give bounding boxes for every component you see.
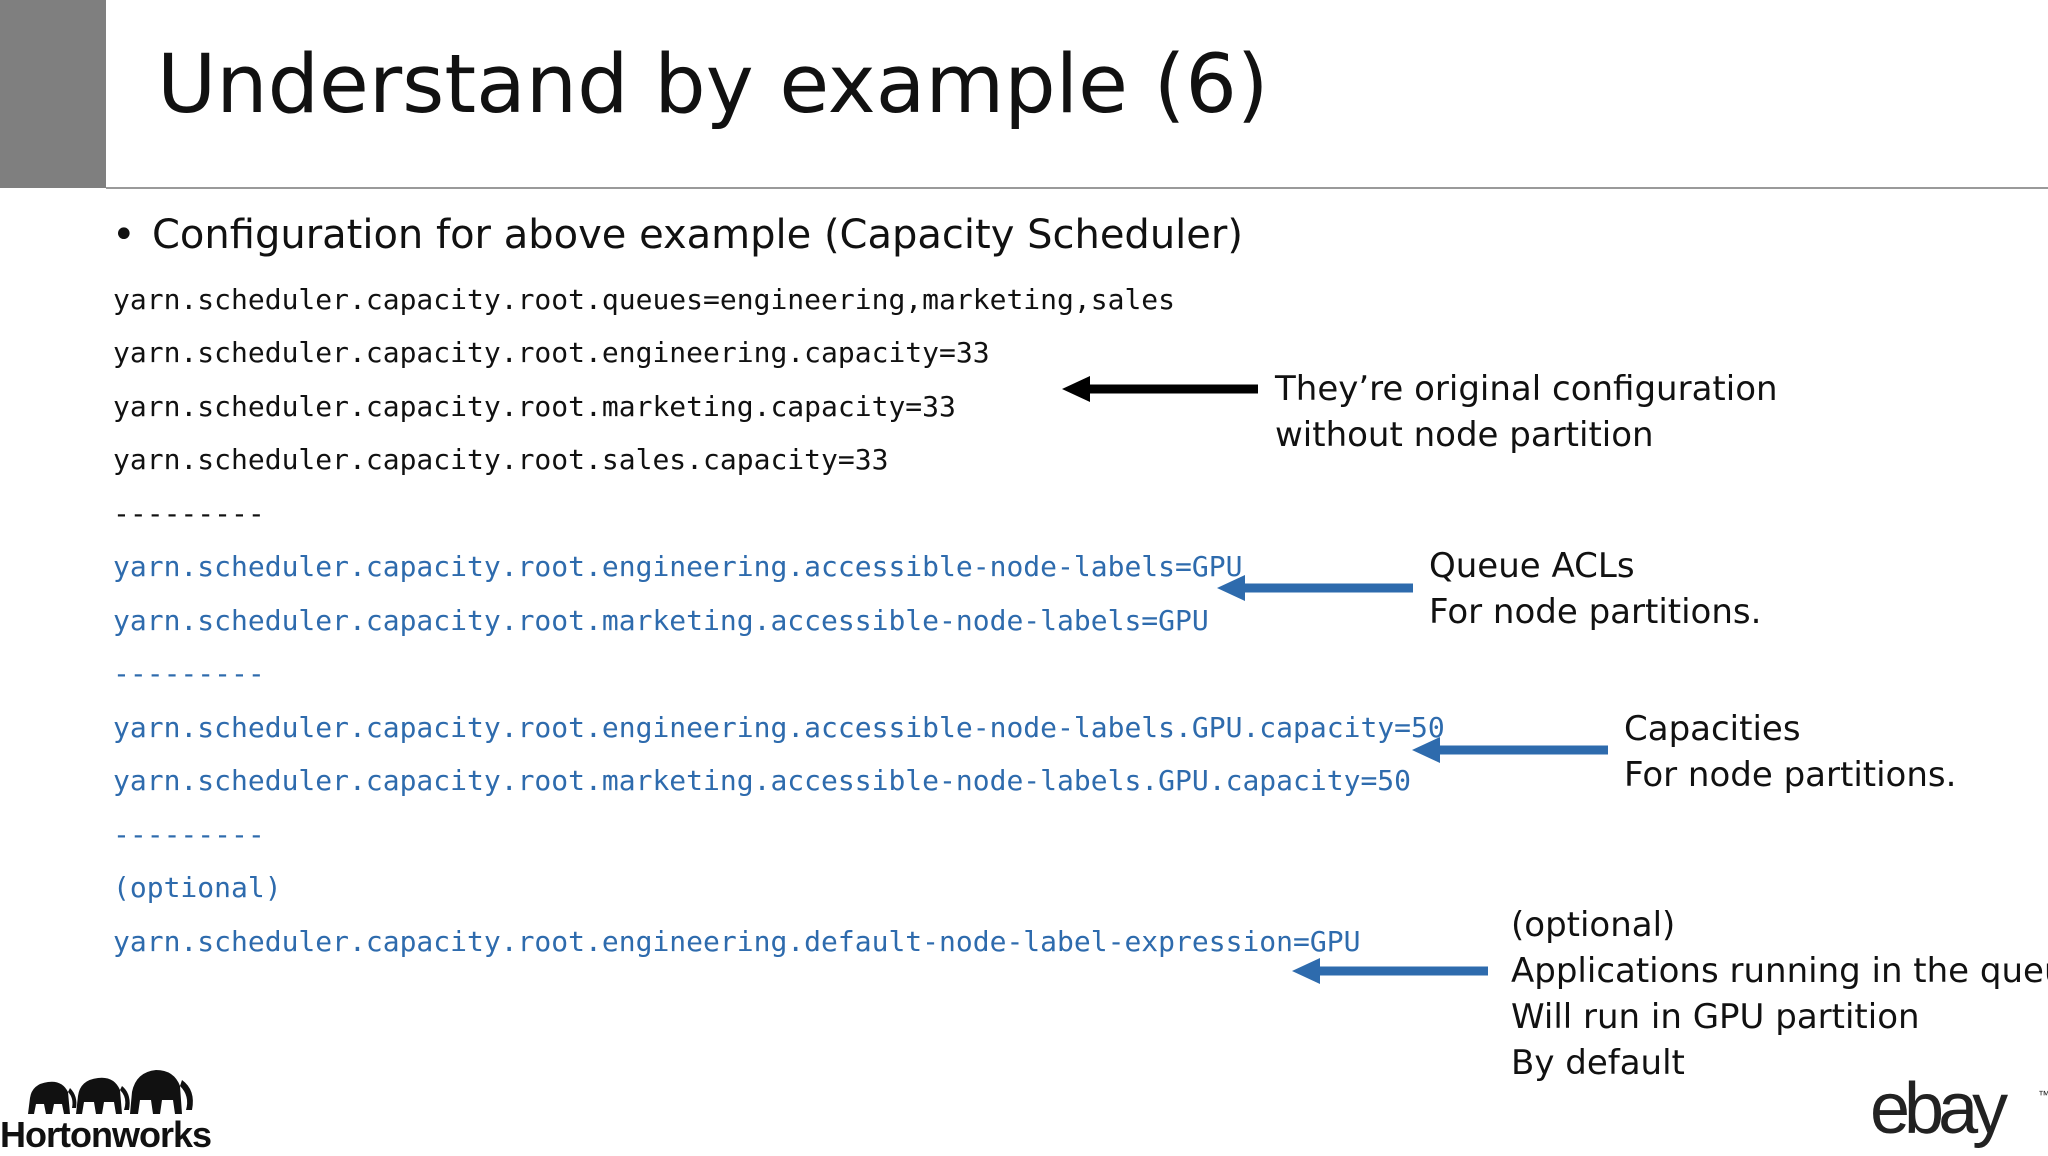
ebay-logo: ebay ™ <box>1870 1068 2048 1150</box>
code-line: yarn.scheduler.capacity.root.marketing.a… <box>113 764 1412 797</box>
bullet-item: • Configuration for above example (Capaci… <box>112 212 1243 258</box>
code-separator: --------- <box>113 497 265 530</box>
code-line: yarn.scheduler.capacity.root.sales.capac… <box>113 443 889 476</box>
code-line: yarn.scheduler.capacity.root.engineering… <box>113 711 1445 744</box>
code-line: yarn.scheduler.capacity.root.engineering… <box>113 925 1361 958</box>
arrow-left-blue-icon <box>1292 958 1488 984</box>
code-line: yarn.scheduler.capacity.root.queues=engi… <box>113 283 1176 316</box>
code-line: yarn.scheduler.capacity.root.marketing.a… <box>113 604 1209 637</box>
code-line: yarn.scheduler.capacity.root.engineering… <box>113 550 1243 583</box>
hortonworks-wordmark: Hortonworks <box>0 1114 212 1155</box>
elephants-icon <box>28 1070 193 1114</box>
title-accent-bar <box>0 0 106 188</box>
code-line: yarn.scheduler.capacity.root.marketing.c… <box>113 390 956 423</box>
note-queue-acls: Queue ACLs For node partitions. <box>1429 546 1762 632</box>
note-default-expression: (optional) Applications running in the q… <box>1511 905 2048 1083</box>
bullet-icon: • <box>112 212 136 258</box>
arrow-left-black-icon <box>1062 376 1258 402</box>
note-capacities: Capacities For node partitions. <box>1624 709 1957 795</box>
bullet-text: Configuration for above example (Capacit… <box>152 212 1243 258</box>
code-line: yarn.scheduler.capacity.root.engineering… <box>113 336 990 369</box>
title-divider <box>106 187 2048 189</box>
hortonworks-logo: Hortonworks <box>0 1062 230 1155</box>
code-line-optional: (optional) <box>113 871 282 904</box>
slide-title: Understand by example (6) <box>157 38 1269 132</box>
code-separator: --------- <box>113 818 265 851</box>
trademark-mark: ™ <box>2038 1088 2048 1102</box>
note-original-config: They’re original configuration without n… <box>1275 369 1778 455</box>
arrow-left-blue-icon <box>1412 737 1608 763</box>
ebay-wordmark: ebay <box>1870 1069 2008 1149</box>
arrow-left-blue-icon <box>1217 575 1413 601</box>
code-separator: --------- <box>113 657 265 690</box>
